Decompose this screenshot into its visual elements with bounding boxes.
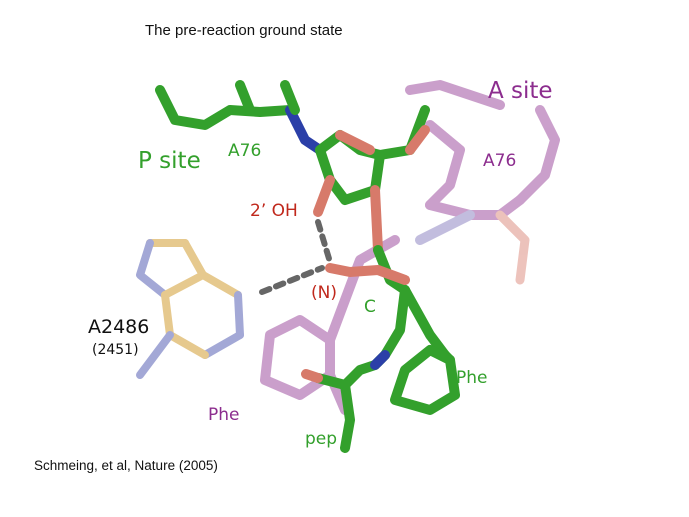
citation: Schmeing, et al, Nature (2005)	[34, 458, 218, 473]
a-site-structure	[260, 80, 560, 415]
a-site-label: A site	[488, 78, 553, 104]
a76-a-site-label: A76	[483, 151, 516, 171]
a2486-label: A2486	[88, 316, 149, 338]
a2451-label: (2451)	[92, 342, 139, 358]
hydrogen-bond-lines	[259, 219, 333, 295]
phe-green-label: Phe	[456, 368, 488, 388]
slide-title: The pre-reaction ground state	[145, 22, 343, 39]
p-site-label: P site	[138, 148, 201, 174]
nitrogen-atom	[301, 350, 390, 383]
two-oh-label: 2’ OH	[250, 201, 298, 221]
c-atom-label: C	[364, 297, 376, 317]
pep-label: pep	[305, 429, 337, 449]
phe-purple-label: Phe	[208, 405, 240, 425]
a76-p-site-label: A76	[228, 141, 261, 161]
n-group-label: (N)	[311, 283, 337, 303]
a2486-base	[136, 239, 244, 379]
